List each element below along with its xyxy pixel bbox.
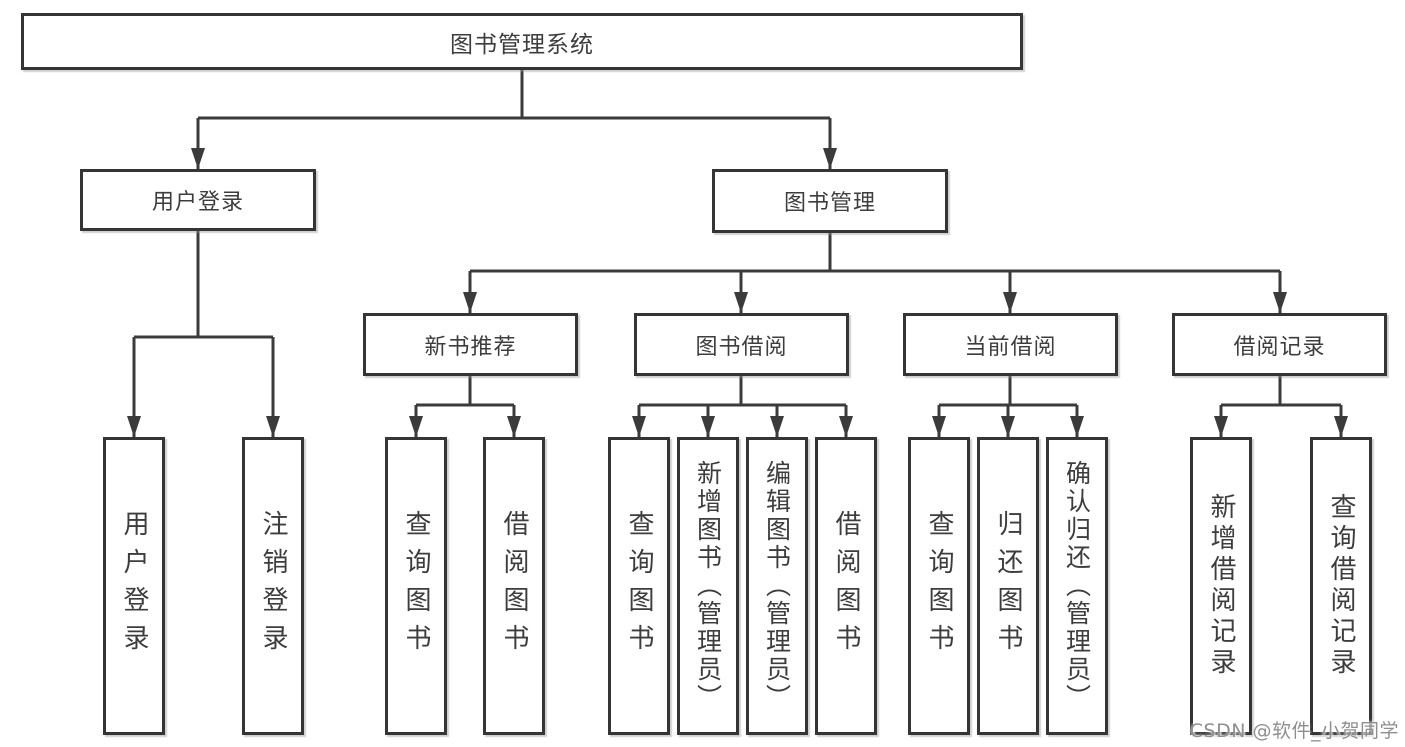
node-label: 图书管理 [783, 191, 876, 216]
node-label: 新增图书（管理员） [693, 460, 723, 712]
node-label: 查询图书 [401, 510, 431, 662]
node-leaf-borrow-book: 借阅图书 [483, 437, 545, 735]
node-label: 注销登录 [258, 510, 288, 662]
node-leaf-logout: 注销登录 [242, 437, 304, 735]
csdn-watermark: CSDN @软件_小贺同学 [1189, 720, 1399, 742]
node-user-login: 用户登录 [80, 169, 316, 231]
node-label: 当前借阅 [964, 334, 1057, 360]
node-library-management-system: 图书管理系统 [21, 13, 1023, 70]
connector-current-borrow-to-leaves [932, 376, 1084, 437]
node-label: 借阅图书 [499, 510, 529, 662]
node-leaf-confirm-return-admin: 确认归还（管理员） [1046, 437, 1108, 735]
connector-new-book-recommend-to-leaves [409, 376, 521, 437]
connector-user-login-to-leaves [127, 231, 280, 437]
node-leaf-query-borrow-record: 查询借阅记录 [1310, 437, 1372, 735]
node-label: 借阅记录 [1233, 334, 1326, 360]
node-current-borrow: 当前借阅 [903, 313, 1118, 376]
node-borrow-records: 借阅记录 [1172, 313, 1387, 376]
node-label: 查询图书 [924, 510, 954, 662]
node-label: 归还图书 [993, 510, 1023, 662]
node-book-borrow: 图书借阅 [634, 313, 849, 376]
node-leaf-add-book-admin: 新增图书（管理员） [677, 437, 739, 735]
node-label: 图书借阅 [695, 334, 788, 360]
connector-root-to-level2 [191, 70, 837, 169]
node-label: 用户登录 [119, 510, 149, 662]
node-label: 新书推荐 [424, 334, 517, 360]
node-label: 查询图书 [624, 510, 654, 662]
node-label: 确认归还（管理员） [1062, 460, 1092, 712]
node-leaf-query-book: 查询图书 [608, 437, 670, 735]
node-label: 编辑图书（管理员） [762, 460, 792, 712]
node-leaf-add-borrow-record: 新增借阅记录 [1190, 437, 1252, 735]
node-label: 图书管理系统 [450, 31, 594, 58]
node-leaf-query-book: 查询图书 [385, 437, 447, 735]
connector-borrow-records-to-leaves [1214, 376, 1348, 437]
node-leaf-edit-book-admin: 编辑图书（管理员） [746, 437, 808, 735]
node-label: 新增借阅记录 [1206, 493, 1236, 679]
node-leaf-borrow-book: 借阅图书 [815, 437, 877, 735]
connector-book-borrow-to-leaves [632, 376, 853, 437]
node-leaf-return-book: 归还图书 [977, 437, 1039, 735]
node-label: 查询借阅记录 [1326, 493, 1356, 679]
node-leaf-query-book: 查询图书 [908, 437, 970, 735]
node-label: 用户登录 [151, 190, 244, 215]
node-book-management: 图书管理 [712, 169, 948, 233]
node-new-book-recommend: 新书推荐 [363, 313, 578, 376]
node-label: 借阅图书 [831, 510, 861, 662]
node-leaf-user-login: 用户登录 [103, 437, 165, 735]
connector-book-management-to-level3 [463, 233, 1287, 313]
